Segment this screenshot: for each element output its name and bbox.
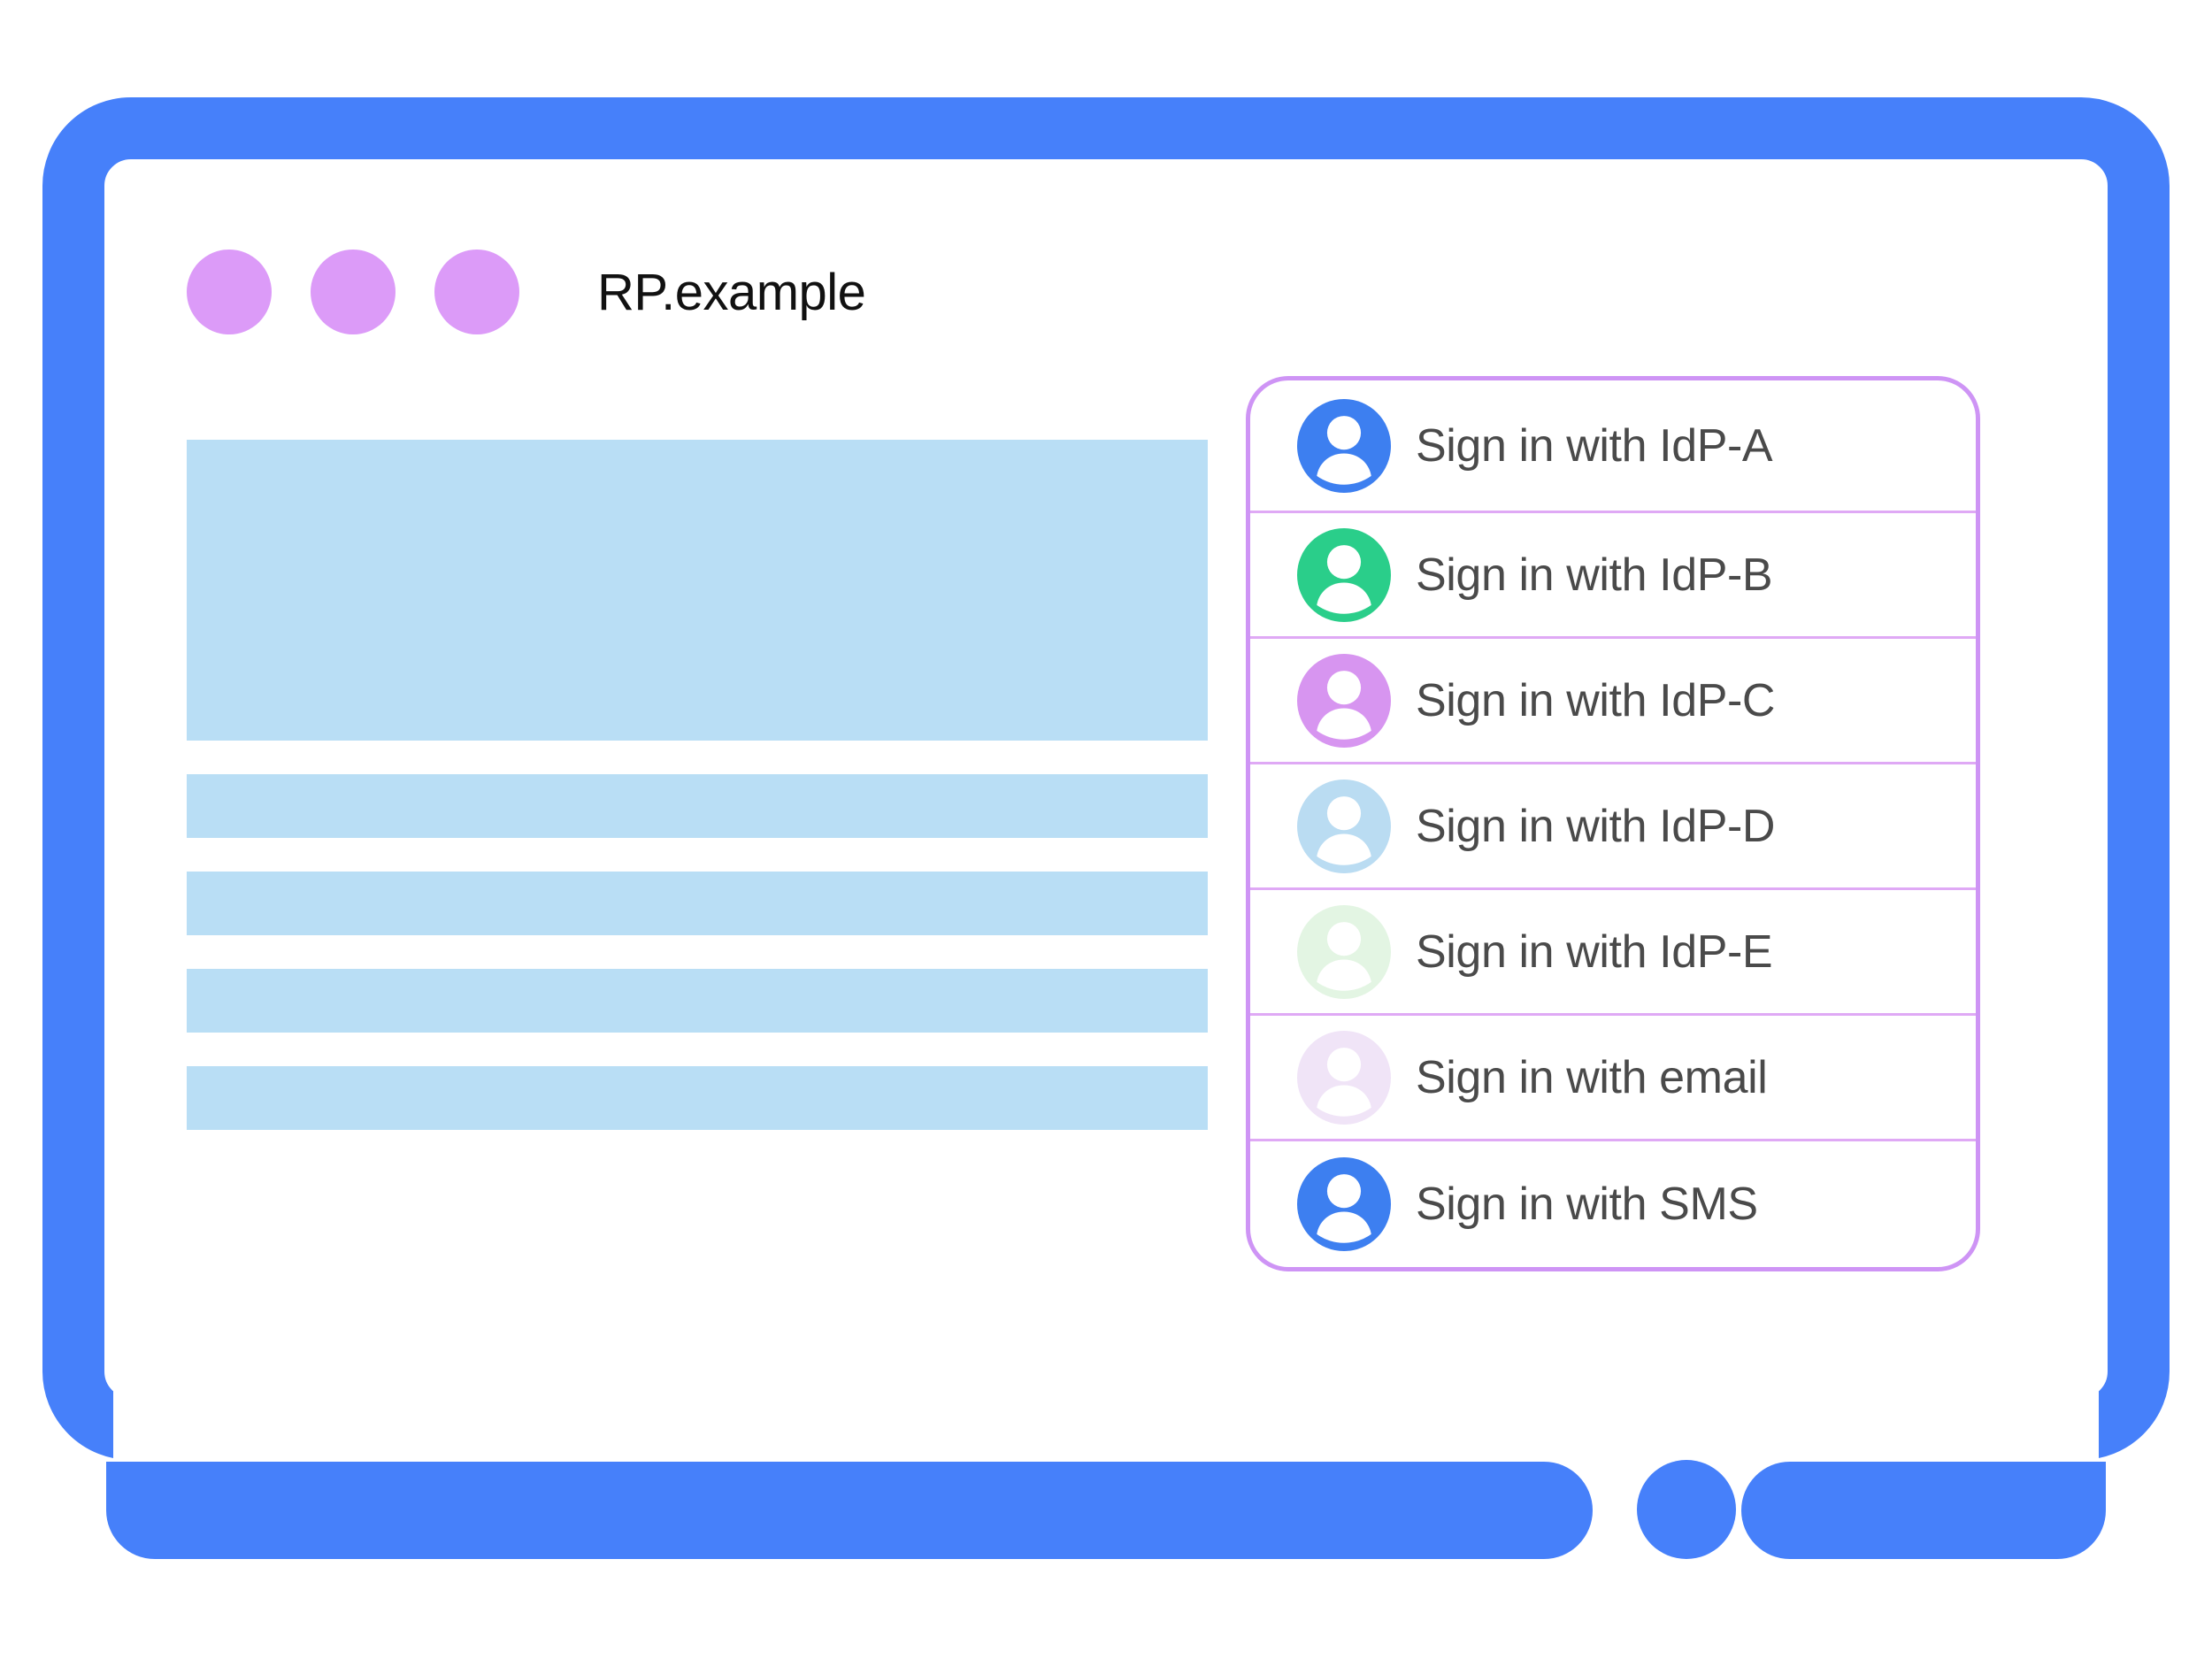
device-chin-left — [106, 1462, 1593, 1559]
signin-option-row[interactable]: Sign in with IdP-C — [1250, 639, 1976, 764]
window-control-dot-2[interactable] — [311, 250, 396, 334]
signin-option-label: Sign in with IdP-E — [1416, 926, 1773, 978]
account-avatar-icon — [1297, 1157, 1391, 1251]
account-avatar-icon — [1297, 779, 1391, 873]
account-avatar-icon — [1297, 527, 1391, 622]
signin-option-row[interactable]: Sign in with IdP-D — [1250, 764, 1976, 890]
content-placeholder-hero — [187, 440, 1208, 741]
browser-titlebar: RP.example — [113, 204, 2099, 380]
page-title: RP.example — [597, 263, 866, 321]
signin-option-row[interactable]: Sign in with IdP-A — [1250, 380, 1976, 513]
signin-option-row[interactable]: Sign in with email — [1250, 1016, 1976, 1141]
signin-option-row[interactable]: Sign in with IdP-B — [1250, 513, 1976, 639]
signin-option-row[interactable]: Sign in with IdP-E — [1250, 890, 1976, 1016]
account-avatar-icon — [1297, 653, 1391, 748]
window-control-dot-3[interactable] — [434, 250, 519, 334]
content-placeholder-line-3 — [187, 969, 1208, 1033]
page-content-placeholders — [187, 440, 1208, 1164]
home-button[interactable] — [1637, 1460, 1736, 1559]
signin-option-label: Sign in with IdP-B — [1416, 549, 1773, 601]
signin-option-label: Sign in with SMS — [1416, 1179, 1758, 1230]
signin-option-label: Sign in with IdP-A — [1416, 419, 1773, 472]
account-avatar-icon — [1297, 398, 1391, 493]
signin-option-row[interactable]: Sign in with SMS — [1250, 1141, 1976, 1267]
content-placeholder-line-1 — [187, 774, 1208, 838]
signin-option-label: Sign in with IdP-D — [1416, 800, 1776, 852]
account-avatar-icon — [1297, 904, 1391, 999]
content-placeholder-line-4 — [187, 1066, 1208, 1130]
signin-account-chooser: Sign in with IdP-A Sign in with IdP-B Sign… — [1246, 376, 1980, 1271]
signin-option-label: Sign in with IdP-C — [1416, 674, 1776, 726]
device-chin-right — [1741, 1462, 2106, 1559]
window-controls — [187, 250, 519, 334]
window-control-dot-1[interactable] — [187, 250, 272, 334]
signin-option-label: Sign in with email — [1416, 1051, 1768, 1103]
content-placeholder-line-2 — [187, 872, 1208, 935]
account-avatar-icon — [1297, 1030, 1391, 1125]
